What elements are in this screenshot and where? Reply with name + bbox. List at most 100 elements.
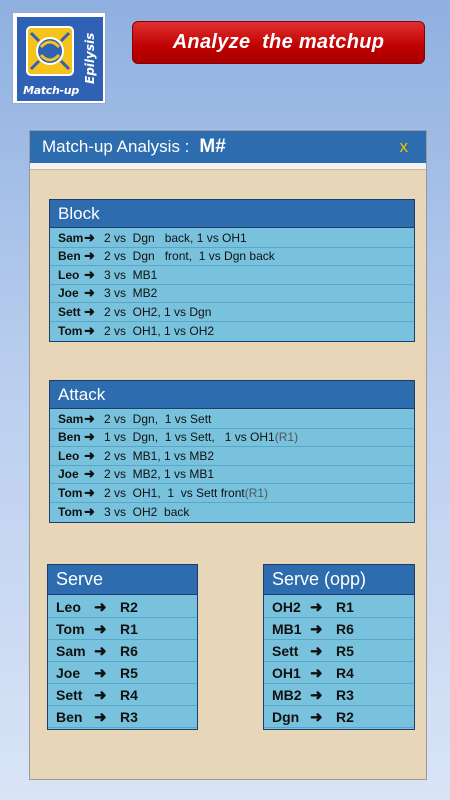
dialog-title-bar: Match-up Analysis : M# x <box>30 131 426 163</box>
block-row: Leo ➜ 3 vs MB1 <box>50 266 414 285</box>
serve-row: Sett ➜ R4 <box>48 684 197 706</box>
serve-rotation: R6 <box>120 642 138 659</box>
player-name: Leo <box>58 267 80 282</box>
player-name: Tom <box>58 323 83 338</box>
player-name: Tom <box>58 485 83 500</box>
player-name: MB1 <box>272 620 302 637</box>
attack-row: Tom➜2 vs OH1, 1 vs Sett front(R1) <box>50 484 414 503</box>
arrow-right-icon: ➜ <box>94 642 107 660</box>
serve-row: Ben ➜ R3 <box>48 706 197 728</box>
serve-row: Joe ➜ R5 <box>48 662 197 684</box>
matchup-emblem-icon <box>26 26 74 76</box>
attack-assignment: 2 vs Dgn, 1 vs Sett <box>104 411 212 426</box>
arrow-right-icon: ➜ <box>84 447 95 463</box>
serve-rotation: R5 <box>120 664 138 681</box>
player-name: Sam <box>58 230 84 245</box>
arrow-right-icon: ➜ <box>84 285 95 301</box>
serve-opp-row: OH2➜R1 <box>264 596 414 618</box>
analyze-matchup-button[interactable]: Analyze the matchup <box>132 21 425 64</box>
player-name: Joe <box>56 664 81 681</box>
player-name: Sett <box>56 686 83 703</box>
player-name: OH1 <box>272 664 301 681</box>
serve-rotation: R6 <box>336 620 354 637</box>
arrow-right-icon: ➜ <box>84 322 95 338</box>
player-name: Ben <box>58 249 81 264</box>
block-row: Sett➜ 2 vs OH2, 1 vs Dgn <box>50 303 414 322</box>
serve-rotation: R4 <box>336 664 354 681</box>
attack-row: Sam➜ 2 vs Dgn, 1 vs Sett <box>50 410 414 429</box>
dialog-title: Match-up Analysis : <box>42 137 190 156</box>
arrow-right-icon: ➜ <box>84 484 95 500</box>
serve-opp-row: Sett➜R5 <box>264 640 414 662</box>
block-assignment: 3 vs MB2 <box>104 286 158 301</box>
match-number: M# <box>199 136 226 157</box>
block-row: Tom➜2 vs OH1, 1 vs OH2 <box>50 322 414 341</box>
close-button[interactable]: x <box>399 137 409 156</box>
arrow-right-icon: ➜ <box>84 410 95 426</box>
block-header: Block <box>50 200 414 228</box>
arrow-right-icon: ➜ <box>94 598 107 616</box>
serve-rotation: R1 <box>336 598 354 615</box>
player-name: Ben <box>56 708 83 725</box>
block-panel: Block Sam➜2 vs Dgn back, 1 vs OH1 Ben➜2 … <box>49 199 415 342</box>
arrow-right-icon: ➜ <box>84 266 95 282</box>
player-name: Tom <box>58 504 83 519</box>
serve-rotation: R2 <box>336 708 354 725</box>
attack-assignment: 3 vs OH2 back <box>104 504 190 519</box>
arrow-right-icon: ➜ <box>94 708 107 726</box>
serve-row: Leo➜R2 <box>48 596 197 618</box>
arrow-right-icon: ➜ <box>310 708 323 726</box>
arrow-right-icon: ➜ <box>84 303 95 319</box>
block-row: Sam➜ 2 vs Dgn back, 1 vs OH1 <box>50 229 414 248</box>
player-name: Joe <box>58 286 79 301</box>
attack-row: Leo ➜ 2 vs MB1, 1 vs MB2 <box>50 447 414 466</box>
player-name: Sam <box>58 411 84 426</box>
serve-opp-header: Serve (opp) <box>264 565 414 595</box>
player-name: Sam <box>56 642 86 659</box>
serve-opp-row: Dgn ➜ R2 <box>264 706 414 728</box>
arrow-right-icon: ➜ <box>310 642 323 660</box>
player-name: Leo <box>56 598 81 615</box>
block-assignment: 2 vs Dgn back, 1 vs OH1 <box>104 230 247 245</box>
serve-header: Serve <box>48 565 197 595</box>
attack-panel: Attack Sam➜2 vs Dgn, 1 vs Sett Ben➜1 vs … <box>49 380 415 523</box>
player-name: Tom <box>56 620 85 637</box>
block-row: Ben➜2 vs Dgn front, 1 vs Dgn back <box>50 248 414 266</box>
serve-rotation: R4 <box>120 686 138 703</box>
serve-rotation: R3 <box>120 708 138 725</box>
arrow-right-icon: ➜ <box>84 229 95 245</box>
attack-assignment: 2 vs OH1, 1 vs Sett front <box>104 485 245 500</box>
attack-row: Joe➜2 vs MB2, 1 vs MB1 <box>50 466 414 484</box>
player-name: Ben <box>58 430 81 445</box>
serve-row: Tom ➜ R1 <box>48 618 197 640</box>
block-assignment: 2 vs OH2, 1 vs Dgn <box>104 304 212 319</box>
attack-assignment: 2 vs MB2, 1 vs MB1 <box>104 467 215 482</box>
arrow-right-icon: ➜ <box>94 620 107 638</box>
block-assignment: 3 vs MB1 <box>104 267 158 282</box>
matchup-analysis-dialog: Match-up Analysis : M# x Block Sam➜2 vs … <box>29 130 427 780</box>
serve-rotation: R1 <box>120 620 138 637</box>
attack-row: Tom➜ 3 vs OH2 back <box>50 503 414 522</box>
serve-rotation: R3 <box>336 686 354 703</box>
arrow-right-icon: ➜ <box>310 598 323 616</box>
player-name: Dgn <box>272 708 300 725</box>
logo-epilysis-text: Epilysis <box>83 32 97 84</box>
serve-opp-row: OH1 ➜ R4 <box>264 662 414 684</box>
arrow-right-icon: ➜ <box>84 429 95 445</box>
arrow-right-icon: ➜ <box>310 664 323 682</box>
arrow-right-icon: ➜ <box>310 686 323 704</box>
arrow-right-icon: ➜ <box>94 664 107 682</box>
attack-assignment: 1 vs Dgn, 1 vs Sett, 1 vs OH1 <box>104 430 275 445</box>
arrow-right-icon: ➜ <box>84 466 95 482</box>
arrow-right-icon: ➜ <box>310 620 323 638</box>
player-name: MB2 <box>272 686 302 703</box>
player-name: Leo <box>58 448 80 463</box>
logo-matchup-text: Match-up <box>23 84 79 97</box>
block-row: Joe ➜ 3 vs MB2 <box>50 285 414 303</box>
arrow-right-icon: ➜ <box>94 686 107 704</box>
arrow-right-icon: ➜ <box>84 503 95 519</box>
epilysis-logo: Match-up Epilysis <box>12 12 106 104</box>
attack-assignment: 2 vs MB1, 1 vs MB2 <box>104 448 215 463</box>
attack-header: Attack <box>50 381 414 409</box>
player-name: Sett <box>58 304 81 319</box>
